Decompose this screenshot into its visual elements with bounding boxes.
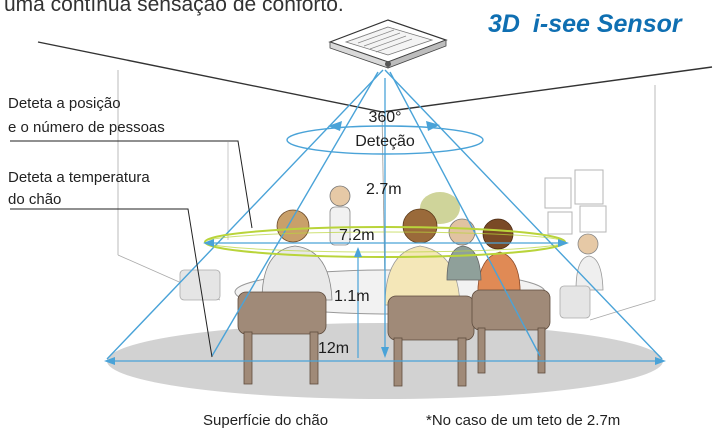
brand-logo: 3D i-see Sensor <box>488 8 710 40</box>
people-group <box>179 185 604 387</box>
ceiling-unit <box>328 19 448 69</box>
temperature-label-line2: do chão <box>8 191 62 208</box>
rotation-arrow-left <box>328 121 342 131</box>
ceiling-height-value: 2.7m <box>366 181 402 198</box>
logo-3d: 3D <box>488 10 520 38</box>
room-outline <box>37 41 713 321</box>
floor-diameter-value: 12m <box>318 340 350 357</box>
detection-cone <box>106 69 663 360</box>
detection-label: Deteção <box>355 133 415 150</box>
rotation-arrow-right <box>426 121 440 131</box>
position-label-line1: Deteta a posição <box>8 95 121 112</box>
logo-rest: -see Sensor <box>539 10 682 38</box>
ceiling-note: *No caso de um teto de 2.7m <box>426 412 621 429</box>
detection-angle: 360° <box>368 109 402 126</box>
detection-height-value: 1.1m <box>334 288 370 305</box>
coverage-width-value: 7.2m <box>339 227 375 244</box>
wall-frames <box>544 169 607 235</box>
logo-i: i <box>532 10 540 38</box>
leader-lines <box>10 140 253 358</box>
intro-text: uma contínua sensação de conforto. <box>4 0 344 16</box>
position-label-line2: e o número de pessoas <box>8 119 165 136</box>
floor-surface-label: Superfície do chão <box>203 412 329 429</box>
temperature-label-line1: Deteta a temperatura <box>8 169 150 186</box>
